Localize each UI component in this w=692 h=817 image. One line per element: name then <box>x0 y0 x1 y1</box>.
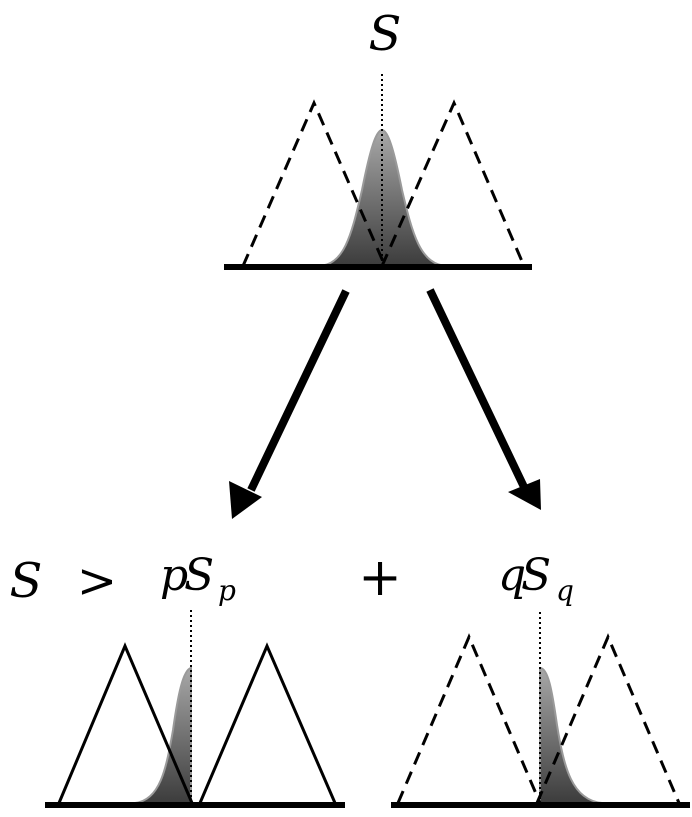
top-label-S: S <box>369 6 402 62</box>
bottom-right-panel <box>391 612 690 808</box>
bottom-left-solid-triangle-2 <box>198 642 337 804</box>
split-arrows <box>229 288 541 519</box>
p-coefficient: p <box>160 550 188 601</box>
bottom-left-solid-triangle-1 <box>57 642 194 804</box>
lhs-S: S <box>10 553 43 609</box>
q-coefficient: q <box>498 550 526 601</box>
q-subscript: q <box>556 574 574 607</box>
inequality-row: S > p S p + q S q <box>10 548 574 609</box>
left-arrow-shaft <box>247 289 350 492</box>
bottom-left-panel <box>45 610 345 808</box>
q-S: S <box>521 550 551 601</box>
top-right-dashed-triangle <box>380 99 526 267</box>
left-arrowhead <box>229 481 262 519</box>
top-panel: S <box>224 6 532 270</box>
greater-than-sign: > <box>77 553 117 609</box>
right-arrow-shaft <box>426 288 528 489</box>
bottom-right-dashed-triangle-2 <box>535 633 681 804</box>
plus-sign: + <box>358 548 402 608</box>
right-arrowhead <box>508 479 541 510</box>
bottom-right-gaussian <box>539 666 603 804</box>
top-left-dashed-triangle <box>241 99 387 267</box>
p-subscript: p <box>218 574 236 607</box>
bottom-right-dashed-triangle-1 <box>396 633 542 804</box>
p-S: S <box>184 550 214 601</box>
